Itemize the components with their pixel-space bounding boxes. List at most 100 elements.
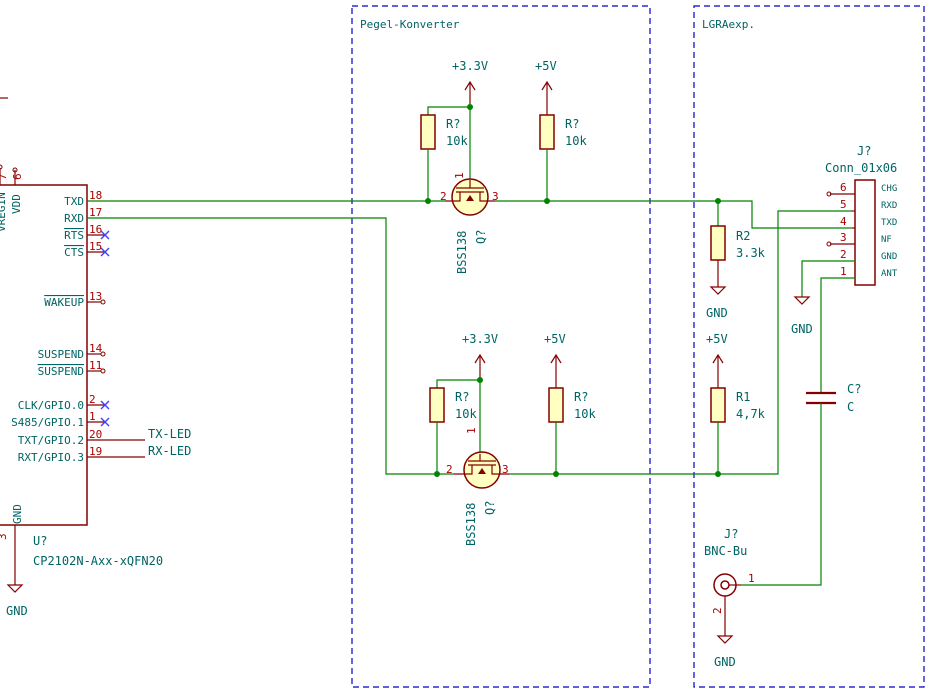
- junction: [544, 198, 550, 204]
- q-bot-drain: [491, 465, 509, 475]
- q-top-ref: Q?: [474, 230, 488, 244]
- q-bot-pin-s: 2: [446, 463, 453, 476]
- conn-gnd-label: GND: [791, 322, 813, 336]
- conn-body: [854, 179, 876, 286]
- ic-pin-num-gpio0: 2: [89, 393, 96, 406]
- junction: [425, 198, 431, 204]
- r-bot-left-ref: R?: [455, 390, 469, 404]
- ic-pin-name-txd: TXD: [64, 195, 84, 208]
- resistor-r2[interactable]: [710, 225, 726, 261]
- ic-pin-vdd-nc: [12, 167, 18, 173]
- bnc-connector[interactable]: J? BNC-Bu 1 2 GND: [704, 527, 755, 669]
- ic-value: CP2102N-Axx-xQFN20: [33, 554, 163, 568]
- bot-v5-power-icon: [550, 353, 562, 364]
- resistor-bot-right[interactable]: [548, 387, 564, 423]
- r-top-right-value: 10k: [565, 134, 587, 148]
- conn-pin3-name: NF: [881, 235, 892, 245]
- cap-value: C: [847, 400, 854, 414]
- rts-no-connect-icon: [100, 230, 110, 240]
- q-top-pin-d: 3: [492, 190, 499, 203]
- q-bot-arrow-icon: [478, 468, 486, 474]
- r-top-left-ref: R?: [446, 117, 460, 131]
- q-bot-ref: Q?: [483, 501, 497, 515]
- ic-pin-num-rts: 16: [89, 223, 102, 236]
- bnc-value: BNC-Bu: [704, 544, 747, 558]
- ic-pin-name-gnd: GND: [11, 504, 24, 524]
- resistor-r2-group[interactable]: GND R2 3.3k: [706, 198, 766, 320]
- bnc-pin-sig: 1: [748, 572, 755, 585]
- ic-pin-name-gpio0: CLK/GPIO.0: [18, 399, 84, 412]
- conn-pin6-nc: [826, 191, 832, 197]
- ic-pin-name-gpio2: TXT/GPIO.2: [18, 434, 84, 447]
- conn-gnd-icon: [793, 296, 811, 305]
- ic-pin-num-gpio2: 20: [89, 428, 102, 441]
- conn-pin1-num: 1: [840, 265, 847, 278]
- wire-q-bot-drain-to-conn-rxd: [509, 210, 852, 475]
- top-v33-power-icon: [464, 80, 476, 91]
- level-shifter-top[interactable]: +3.3V +5V R? 10k R? 10k 1 2 3 BSS138 Q?: [420, 59, 587, 274]
- ic-pin-num-vregin: 7: [0, 173, 9, 180]
- conn-pin3-nc: [826, 241, 832, 247]
- ic-pin-name-rxd: RXD: [64, 212, 84, 225]
- r2-gnd-label: GND: [706, 306, 728, 320]
- top-v5-label: +5V: [535, 59, 557, 73]
- resistor-top-right[interactable]: [539, 114, 555, 150]
- r-top-right-ref: R?: [565, 117, 579, 131]
- bot-v33-power-icon: [474, 353, 486, 364]
- ic-pin-name-vdd: VDD: [10, 194, 23, 214]
- ic-pin-num-wakeup: 13: [89, 290, 102, 303]
- resistor-r1[interactable]: [710, 387, 726, 423]
- q-top-pin-s: 2: [440, 190, 447, 203]
- ic-pin-name-wakeup: WAKEUP: [44, 296, 84, 309]
- ic-ref: U?: [33, 534, 47, 548]
- ic-pin-name-gpio3: RXT/GPIO.3: [18, 451, 84, 464]
- bot-v33-label: +3.3V: [462, 332, 498, 346]
- r2-value: 3.3k: [736, 246, 766, 260]
- resistor-bot-left[interactable]: [429, 387, 445, 423]
- r-bot-right-value: 10k: [574, 407, 596, 421]
- cts-no-connect-icon: [100, 247, 110, 257]
- level-converter-sheet-title: Pegel-Konverter: [360, 18, 460, 31]
- q-top-value: BSS138: [455, 231, 469, 274]
- r2-gnd-icon: [709, 286, 727, 295]
- junction: [467, 104, 473, 110]
- r-top-left-value: 10k: [446, 134, 468, 148]
- ic-pin-num-vdd: 6: [11, 173, 24, 180]
- gpio0-no-connect-icon: [100, 400, 110, 410]
- ic-pin-name-vregin: VREGIN: [0, 192, 8, 232]
- level-shifter-bottom[interactable]: +3.3V +5V R? 10k R? 10k 1 2 3 BSS138 Q?: [429, 332, 596, 546]
- q-top-drain: [479, 192, 495, 202]
- conn-pin4-num: 4: [840, 215, 847, 228]
- ic-pin-num-txd: 18: [89, 189, 102, 202]
- r-bot-left-value: 10k: [455, 407, 477, 421]
- conn-pin4-name: TXD: [881, 218, 897, 228]
- level-converter-sheet-border: [351, 5, 651, 688]
- bot-r-left-upper-wire: [436, 379, 481, 454]
- ic-pin-num-gpio3: 19: [89, 445, 102, 458]
- ic-pin-num-suspend-n: 11: [89, 359, 102, 372]
- lgra-exp-sheet-title: LGRAexp.: [702, 18, 755, 31]
- resistor-top-left[interactable]: [420, 114, 436, 150]
- q-bot-value: BSS138: [464, 503, 478, 546]
- conn-pin2-name: GND: [881, 252, 897, 262]
- wire-q-top-drain-to-conn-txd: [495, 200, 852, 229]
- q-top-pin-g: 1: [453, 172, 466, 179]
- connector-conn-01x06[interactable]: J? Conn_01x06 6 CHG 5 RXD 4 TXD 3 NF 2 G…: [825, 144, 898, 286]
- wire-rxd-to-q-bot: [87, 217, 454, 475]
- r2-ref: R2: [736, 229, 750, 243]
- bnc-inner-ring: [720, 580, 730, 590]
- junction: [477, 377, 483, 383]
- ic-pin-name-suspend-n: SUSPEND: [38, 365, 84, 378]
- conn-ref: J?: [857, 144, 871, 158]
- ic-gnd-icon: [6, 584, 24, 593]
- cp2102n-ic[interactable]: 7 6 VREGIN VDD TXD 18 RXD 17 RTS 16 CTS …: [0, 164, 191, 618]
- q-top-source: [445, 192, 461, 202]
- capacitor-group[interactable]: C? C: [806, 382, 861, 414]
- ic-pin-vregin-nc: [0, 164, 3, 170]
- top-v33-label: +3.3V: [452, 59, 488, 73]
- suspend-nc-circle: [100, 351, 106, 357]
- ic-body: [0, 184, 88, 526]
- resistor-r1-group[interactable]: +5V R1 4,7k: [706, 332, 766, 477]
- rx-led-net-label: RX-LED: [148, 444, 191, 458]
- q-bot-source: [454, 465, 473, 475]
